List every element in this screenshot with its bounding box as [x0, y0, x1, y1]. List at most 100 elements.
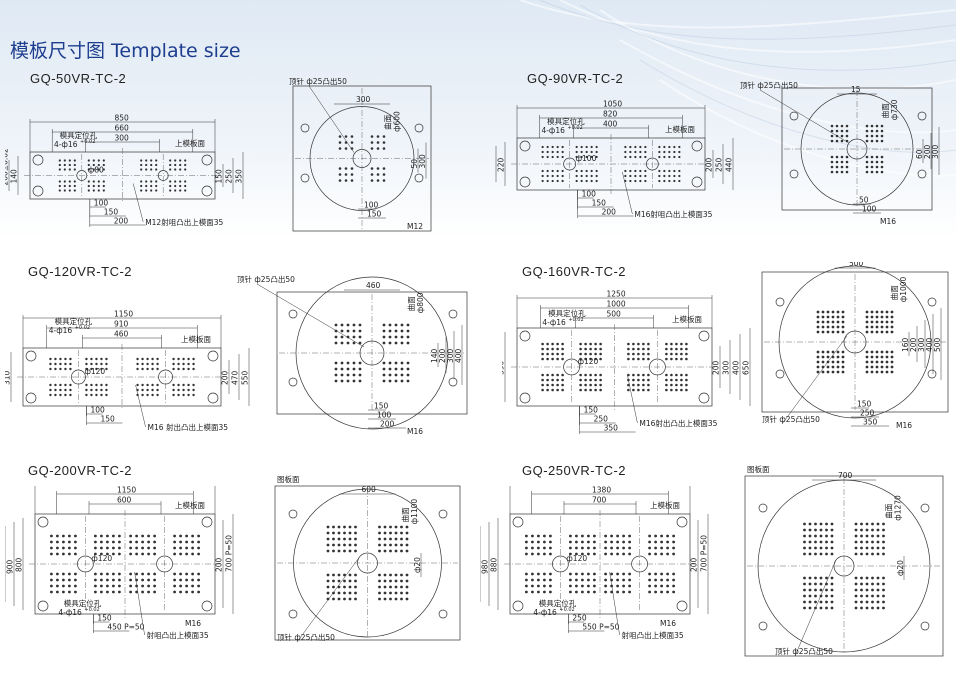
ejector-hole	[69, 367, 72, 371]
ejector-hole	[835, 165, 839, 169]
ejector-hole	[184, 189, 187, 192]
ejector-hole	[174, 180, 177, 183]
ejector-hole	[191, 540, 195, 544]
diameter-label: ф600	[393, 111, 402, 132]
ejector-hole	[835, 139, 839, 143]
ejector-hole	[400, 597, 403, 601]
ejector-hole	[68, 184, 71, 188]
ejector-hole	[556, 347, 559, 351]
ejector-hole	[663, 150, 666, 154]
ejector-hole	[352, 367, 356, 371]
ejector-hole	[49, 383, 52, 387]
ejector-hole	[587, 578, 590, 582]
ejector-hole	[179, 546, 183, 550]
ejector-hole	[880, 370, 884, 374]
ejector-hole	[389, 525, 392, 529]
height-dimension: 200±0.02	[495, 136, 497, 174]
platen-face-label: 上模板面	[672, 314, 702, 324]
ejector-hole	[141, 578, 145, 582]
ejector-hole	[890, 320, 894, 324]
ejector-hole	[648, 590, 651, 594]
platen-outline	[292, 85, 432, 232]
ejector-hole	[97, 168, 100, 171]
ejector-hole	[400, 361, 404, 365]
ejector-hole	[665, 378, 668, 382]
platen-face-label: 图板面	[747, 464, 770, 474]
ejector-hole	[179, 184, 182, 188]
ejector-hole	[340, 367, 344, 371]
ejector-hole	[50, 534, 53, 538]
ejector-hole	[675, 378, 678, 382]
ejector-hole	[102, 180, 105, 183]
diameter-label: ф730	[890, 99, 899, 120]
ejector-hole	[56, 546, 59, 550]
ejector-hole	[593, 546, 596, 550]
height-dimension: ф20	[413, 557, 422, 573]
ejector-hole	[74, 578, 77, 582]
ejector-hole	[56, 552, 59, 556]
ejector-hole	[675, 383, 678, 387]
ejector-hole	[675, 357, 678, 361]
width-dimension: 1050	[603, 100, 622, 109]
ejector-hole	[541, 388, 544, 392]
ejector-hole	[90, 393, 93, 397]
ejector-hole	[590, 145, 593, 149]
ejector-hole	[803, 594, 806, 598]
ejector-hole	[584, 378, 587, 382]
ejector-hole	[673, 150, 676, 154]
bottom-dimension: 150	[857, 400, 872, 409]
height-dimension: 200	[909, 337, 918, 352]
height-dimension: 550	[241, 370, 250, 385]
width-dimension: 600	[117, 496, 132, 505]
ejector-hole	[346, 367, 350, 371]
ejector-hole	[870, 129, 874, 133]
ejector-hole	[634, 155, 637, 159]
ejector-hole	[118, 590, 121, 594]
ejector-hole	[870, 315, 874, 319]
ejector-hole	[634, 179, 637, 183]
ejector-hole	[378, 585, 381, 589]
ejector-hole	[383, 531, 387, 535]
header-background	[0, 0, 956, 240]
ejector-hole	[537, 552, 540, 556]
ejector-hole	[74, 546, 77, 550]
ejector-hole	[672, 584, 675, 588]
ejector-hole	[537, 546, 540, 550]
ejector-hole	[821, 360, 825, 364]
tie-bar-hole	[414, 173, 424, 183]
ejector-hole	[551, 174, 554, 178]
ejector-hole	[875, 330, 879, 334]
ejector-hole	[182, 393, 185, 397]
ejector-hole	[876, 546, 880, 550]
ejector-hole	[394, 335, 398, 339]
ejector-hole	[153, 584, 157, 588]
ejector-hole	[150, 163, 153, 167]
ejector-hole	[860, 522, 863, 526]
ejector-hole	[551, 388, 554, 392]
ejector-hole	[332, 549, 335, 553]
ejector-hole	[637, 388, 640, 392]
ejector-hole	[405, 543, 409, 547]
ejector-hole	[589, 383, 592, 387]
ejector-hole	[830, 124, 834, 128]
ejector-hole	[354, 549, 357, 553]
ejector-hole	[383, 591, 387, 595]
ejector-hole	[141, 362, 144, 366]
ejector-hole	[106, 546, 109, 550]
ejector-hole	[346, 335, 350, 339]
ejector-hole	[644, 145, 647, 149]
ejector-hole	[610, 546, 613, 550]
thread-label: M16	[407, 427, 423, 436]
ejector-hole	[100, 393, 103, 397]
ejector-hole	[816, 310, 820, 314]
height-dimension: 50	[410, 159, 419, 169]
ejector-hole	[174, 159, 177, 162]
ejector-hole	[826, 350, 830, 354]
ejector-hole	[871, 534, 874, 538]
ejector-hole	[191, 552, 195, 556]
ejector-hole	[575, 534, 578, 538]
ejector-hole	[841, 355, 845, 359]
tie-bar-hole	[920, 621, 930, 631]
ejector-hole	[87, 184, 90, 188]
